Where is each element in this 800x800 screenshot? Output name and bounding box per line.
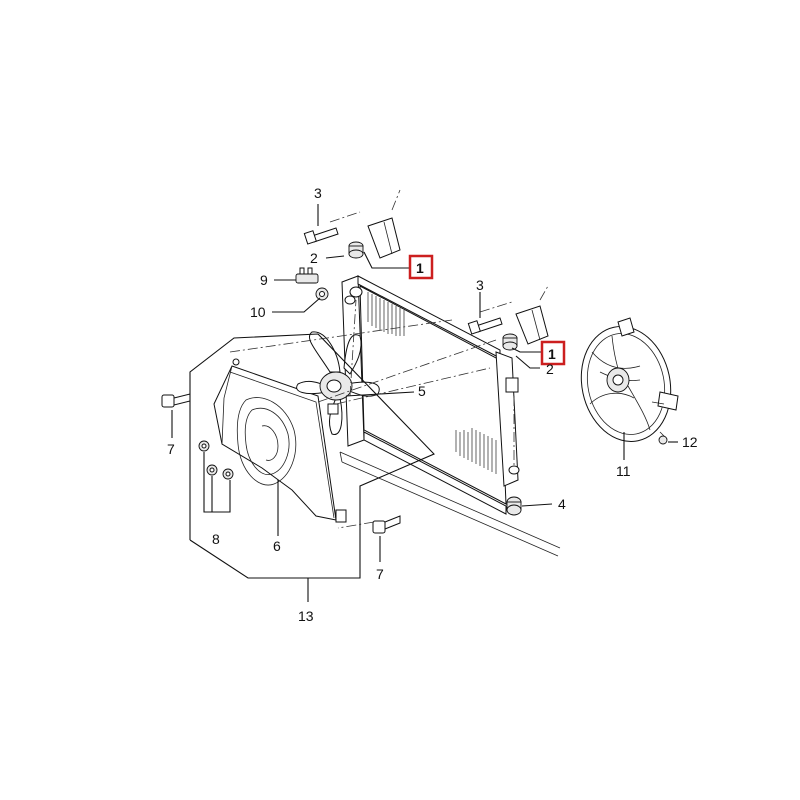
callout-8: 8 xyxy=(212,531,220,547)
bushing-right xyxy=(502,333,518,351)
nut-8-c xyxy=(222,468,234,480)
callout-labels: 3 2 1 9 10 3 1 2 5 7 4 8 6 7 13 11 12 xyxy=(167,185,698,624)
callout-12: 12 xyxy=(682,434,698,450)
nut-8-b xyxy=(206,464,218,476)
callout-2-right: 2 xyxy=(546,361,554,377)
callout-11: 11 xyxy=(616,463,631,479)
fan-blade-assembly xyxy=(296,331,380,435)
bolt-3-right xyxy=(467,317,503,335)
nut-8-a xyxy=(198,440,210,452)
callout-10: 10 xyxy=(250,304,266,320)
sensor-switch xyxy=(295,267,319,284)
bushing-left xyxy=(348,241,364,259)
washer-10 xyxy=(315,287,329,301)
fan-shroud xyxy=(213,358,347,523)
radiator xyxy=(341,275,520,515)
callout-3-top: 3 xyxy=(314,185,322,201)
bolt-3-left xyxy=(303,227,339,245)
callout-1-top: 1 xyxy=(416,260,424,276)
highlight-box-part-1-top xyxy=(408,254,434,280)
upper-bracket-right xyxy=(479,285,549,345)
nut-12 xyxy=(658,431,668,445)
callout-4: 4 xyxy=(558,496,566,512)
leader-lines xyxy=(171,204,678,602)
highlight-box-part-1-right xyxy=(540,340,566,366)
callout-6: 6 xyxy=(273,538,281,554)
callout-13: 13 xyxy=(298,608,314,624)
drain-plug xyxy=(506,496,522,516)
electric-fan-motor xyxy=(580,317,679,442)
callout-3-right: 3 xyxy=(476,277,484,293)
callout-9: 9 xyxy=(260,272,268,288)
callout-7-left: 7 xyxy=(167,441,175,457)
upper-bracket-left xyxy=(329,189,401,259)
assembly-group-outline xyxy=(189,333,435,579)
callout-5: 5 xyxy=(418,383,426,399)
callout-1-right: 1 xyxy=(548,346,556,362)
alignment-lines xyxy=(229,299,515,529)
bolt-7-left xyxy=(161,393,191,408)
callout-7-bottom: 7 xyxy=(376,566,384,582)
bolt-7-bottom xyxy=(372,515,401,534)
callout-2-top: 2 xyxy=(310,250,318,266)
